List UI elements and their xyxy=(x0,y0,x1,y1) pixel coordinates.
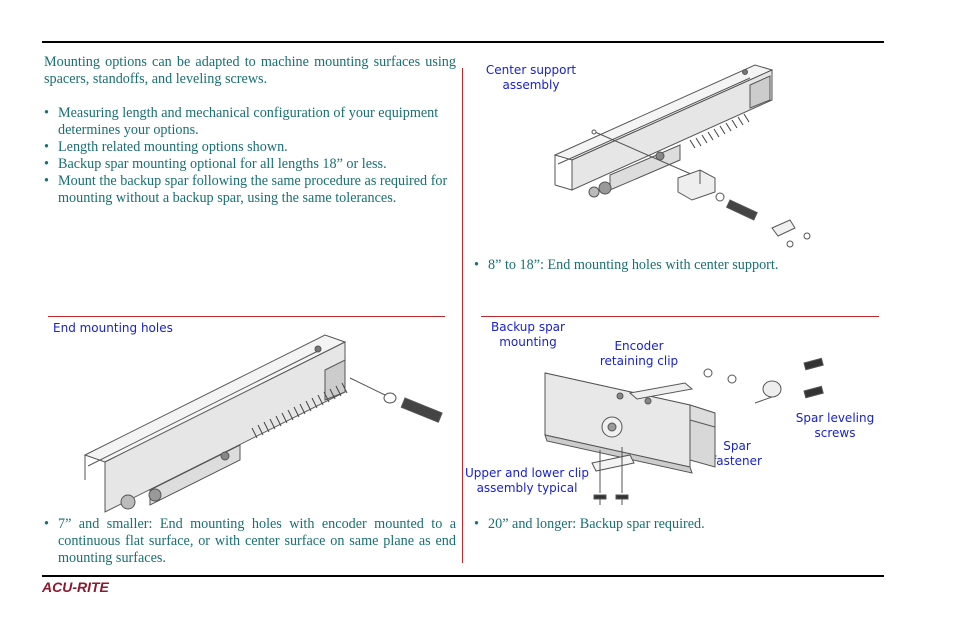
main-bullet-list: Measuring length and mechanical configur… xyxy=(44,105,460,207)
list-item: 8” to 18”: End mounting holes with cente… xyxy=(474,257,874,274)
backup-spar-illustration xyxy=(544,357,824,505)
brand-logo: ACU-RITE xyxy=(42,579,109,595)
section-divider-right xyxy=(481,316,879,317)
list-item: Measuring length and mechanical configur… xyxy=(44,105,460,139)
bottom-rule xyxy=(42,575,884,577)
list-item: Backup spar mounting optional for all le… xyxy=(44,156,460,173)
list-item: Mount the backup spar following the same… xyxy=(44,173,460,207)
spar-leveling-label: Spar leveling screws xyxy=(795,411,875,440)
list-item: Length related mounting options shown. xyxy=(44,139,460,156)
intro-paragraph: Mounting options can be adapted to machi… xyxy=(44,54,456,87)
column-divider xyxy=(462,68,463,563)
encoder-clip-label: Encoder retaining clip xyxy=(599,339,679,368)
section-divider-left xyxy=(48,316,445,317)
backup-spar-label: Backup spar mounting xyxy=(491,320,565,349)
center-support-label: Center support assembly xyxy=(485,63,577,92)
end-mount-label: End mounting holes xyxy=(53,321,173,335)
top-rule xyxy=(42,41,884,43)
clip-assembly-label: Upper and lower clip assembly typical xyxy=(464,466,590,495)
center-support-caption: 8” to 18”: End mounting holes with cente… xyxy=(474,257,874,274)
spar-fastener-label: Spar fastener xyxy=(712,439,762,468)
list-item: 20” and longer: Backup spar required. xyxy=(474,516,874,533)
end-mount-illustration xyxy=(83,334,443,513)
list-item: 7” and smaller: End mounting holes with … xyxy=(44,516,456,567)
center-support-illustration xyxy=(553,64,811,248)
end-mount-caption: 7” and smaller: End mounting holes with … xyxy=(44,516,456,567)
backup-spar-caption: 20” and longer: Backup spar required. xyxy=(474,516,874,533)
